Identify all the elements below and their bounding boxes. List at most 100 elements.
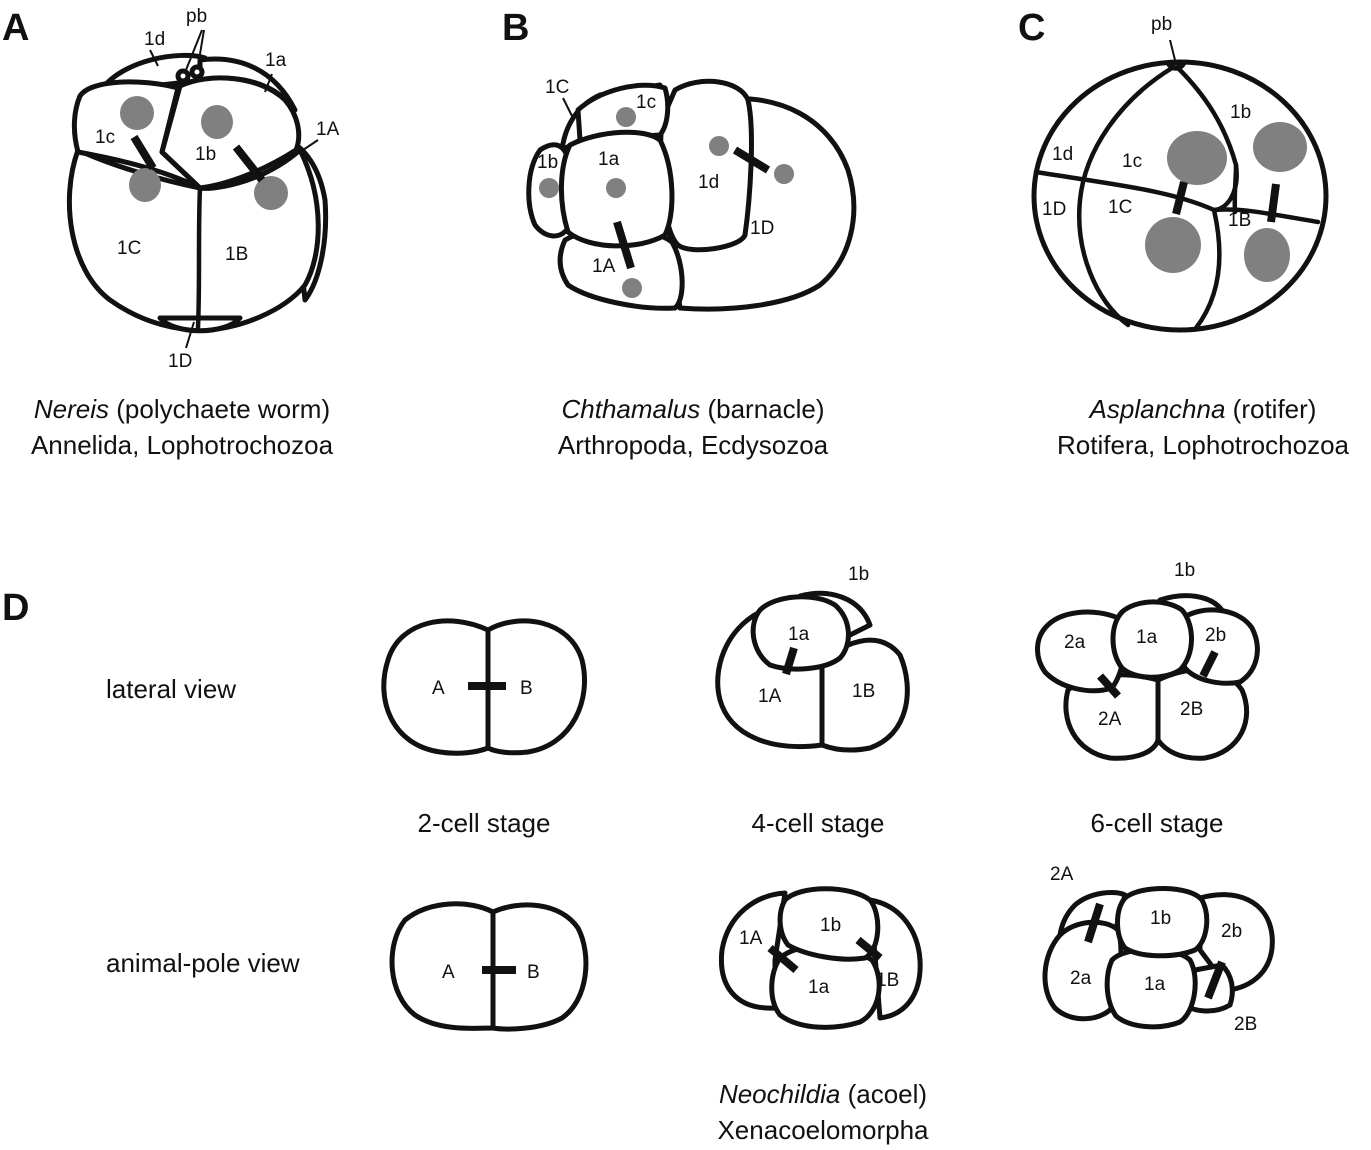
label-c-1d: 1d — [1052, 144, 1073, 165]
caption-b-common: (barnacle) — [707, 394, 824, 424]
label-b-1c: 1c — [636, 92, 656, 113]
nucleus-b-1A — [622, 278, 642, 298]
label-lateral6-1b: 1b — [1174, 560, 1195, 581]
spindle-animal4-1b-1B — [855, 936, 883, 962]
label-lateral6-2a: 2a — [1064, 632, 1086, 653]
cell-animal4-1B — [867, 897, 923, 1021]
1d-leader-line — [149, 49, 159, 67]
label-animal6-2b: 2b — [1221, 921, 1242, 942]
label-b-1b: 1b — [537, 152, 558, 173]
spindle-animal4-1A-1a — [767, 944, 799, 974]
spindle-lateral4-1a-1A — [782, 646, 798, 676]
nucleus-1b — [201, 105, 233, 139]
caption-b-taxon: Arthropoda, Ecdysozoa — [558, 430, 829, 460]
caption-b-species: Chthamalus (barnacle) — [561, 394, 824, 424]
label-animal6-1b: 1b — [1150, 908, 1171, 929]
label-lateral6-2A: 2A — [1098, 709, 1122, 730]
c-pb-leader-line — [1169, 39, 1176, 61]
nucleus-c-1B — [1244, 228, 1290, 282]
label-c-1c: 1c — [1122, 151, 1142, 172]
polar-body-1 — [175, 68, 191, 84]
panel-d-letter: D — [2, 587, 29, 629]
nucleus-b-1c — [616, 107, 636, 127]
label-c-pb: pb — [1151, 14, 1172, 35]
label-a-pb: pb — [186, 6, 207, 27]
spindle-1c-1C — [130, 134, 157, 171]
label-a-1d: 1d — [144, 29, 165, 50]
spindle-b-1d-1D — [732, 146, 771, 174]
spindle-animal6-2b-2B — [1204, 960, 1226, 1000]
caption-c-taxon: Rotifera, Lophotrochozoa — [1057, 430, 1350, 460]
label-lateral4-1B: 1B — [852, 681, 875, 702]
animal-six-cell-embryo: 2A 1b 2b 2a 1a 2B — [1042, 864, 1275, 1035]
panel-a: A pb 1d 1a 1A 1c 1b — [2, 6, 340, 460]
label-animal4-1b: 1b — [820, 915, 841, 936]
label-lateral-B: B — [520, 678, 533, 699]
label-animal4-1B: 1B — [876, 970, 899, 991]
row-label-animal-pole: animal-pole view — [106, 948, 300, 978]
label-animal6-2A: 2A — [1050, 864, 1074, 885]
caption-d-common: (acoel) — [848, 1079, 927, 1109]
caption-c-genus: Asplanchna — [1088, 394, 1226, 424]
stage-label-two: 2-cell stage — [418, 808, 551, 838]
label-lateral6-2B: 2B — [1180, 699, 1203, 720]
label-lateral4-1a: 1a — [788, 624, 810, 645]
cell-1b — [159, 75, 302, 191]
lateral-four-cell-embryo: 1b 1a 1A 1B — [715, 564, 910, 753]
nucleus-c-1C — [1145, 217, 1201, 273]
animal-two-cell-embryo: A B — [389, 901, 589, 1032]
panel-b-letter: B — [502, 7, 529, 49]
panel-d: D lateral view animal-pole view A B 1b 1… — [2, 560, 1275, 1145]
wall-1c-left — [1077, 65, 1175, 328]
cell-lateral-B — [485, 618, 588, 756]
label-lateral4-1b: 1b — [848, 564, 869, 585]
cell-animal6-1b — [1115, 886, 1210, 959]
cell-lateral6-1a — [1110, 599, 1194, 680]
nucleus-1C — [129, 168, 161, 202]
nucleus-c-1b — [1253, 122, 1307, 172]
1A-leader-line — [299, 139, 319, 153]
label-animal-B: B — [527, 962, 540, 983]
stage-label-six: 6-cell stage — [1091, 808, 1224, 838]
row-label-lateral: lateral view — [106, 674, 236, 704]
label-lateral-A: A — [432, 678, 445, 699]
nucleus-b-1a — [606, 178, 626, 198]
label-a-1C: 1C — [117, 238, 141, 259]
pb-leader-lines — [185, 29, 205, 71]
caption-d-genus: Neochildia — [719, 1079, 840, 1109]
label-b-1a: 1a — [598, 149, 620, 170]
label-c-1D: 1D — [1042, 199, 1066, 220]
lateral-two-cell-embryo: A B — [381, 618, 588, 756]
b-1C-leader-line — [562, 97, 573, 117]
caption-b-genus: Chthamalus — [561, 394, 700, 424]
cell-lateral-A — [381, 618, 491, 756]
1D-leader-line — [185, 321, 195, 349]
label-a-1D: 1D — [168, 351, 192, 372]
label-b-1D: 1D — [750, 218, 774, 239]
caption-a-genus: Nereis — [34, 394, 109, 424]
label-c-1B: 1B — [1228, 210, 1251, 231]
label-animal4-1a: 1a — [808, 977, 830, 998]
panel-b: B 1C 1c 1b 1a 1d 1D 1A Chth — [502, 7, 857, 460]
nucleus-b-1b — [539, 178, 559, 198]
panel-a-letter: A — [2, 7, 29, 49]
caption-c-species: Asplanchna (rotifer) — [1088, 394, 1317, 424]
caption-d-taxon: Xenacoelomorpha — [717, 1115, 929, 1145]
label-animal6-2a: 2a — [1070, 968, 1092, 989]
label-a-1a: 1a — [265, 50, 287, 71]
spindle-lateral6-2a-2A — [1097, 673, 1121, 699]
label-lateral6-1a: 1a — [1136, 627, 1158, 648]
label-lateral6-2b: 2b — [1205, 625, 1226, 646]
caption-a-species: Nereis (polychaete worm) — [34, 394, 330, 424]
spindle-b-1a-1A — [613, 220, 635, 270]
label-b-1C: 1C — [545, 77, 569, 98]
caption-d-species: Neochildia (acoel) — [719, 1079, 927, 1109]
cell-1d — [658, 78, 754, 253]
animal-four-cell-embryo: 1A 1b 1a 1B — [718, 886, 923, 1030]
cell-animal4-1A — [718, 890, 788, 1011]
nucleus-b-1D — [774, 164, 794, 184]
1a-leader-line — [264, 73, 273, 93]
cell-animal4-1b — [777, 886, 881, 962]
caption-a-taxon: Annelida, Lophotrochozoa — [31, 430, 334, 460]
cell-animal-B — [490, 902, 589, 1032]
